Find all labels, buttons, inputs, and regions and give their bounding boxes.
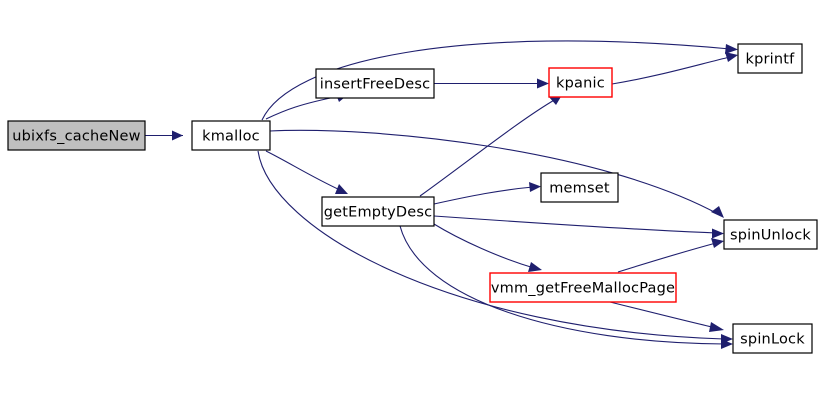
node-label: kpanic	[556, 76, 605, 92]
edge-kmalloc-to-getEmptyDesc	[265, 150, 348, 194]
edge-line	[399, 225, 726, 345]
arrowhead-icon	[711, 238, 724, 248]
node-label: kprintf	[746, 52, 796, 68]
edge-kmalloc-to-spinUnlock	[269, 129, 724, 218]
node-kpanic[interactable]: kpanic	[548, 67, 613, 98]
arrowhead-icon	[528, 262, 542, 272]
arrowhead-icon	[712, 228, 724, 239]
edge-line	[261, 40, 731, 121]
edge-line	[269, 129, 719, 215]
edge-line	[419, 98, 557, 197]
node-box[interactable]	[723, 219, 818, 250]
node-box[interactable]	[548, 67, 613, 98]
node-vmm_getFreeMallocPage[interactable]: vmm_getFreeMallocPage	[489, 272, 677, 303]
node-spinUnlock[interactable]: spinUnlock	[723, 219, 818, 250]
node-memset[interactable]: memset	[540, 172, 619, 203]
arrowhead-icon	[335, 184, 348, 194]
node-box[interactable]	[315, 68, 435, 99]
node-label: insertFreeDesc	[320, 77, 431, 93]
arrowhead-icon	[537, 78, 549, 89]
edge-getEmptyDesc-to-spinUnlock	[433, 215, 724, 239]
edge-vmm_getFreeMallocPage-to-spinUnlock	[617, 238, 724, 273]
node-label: spinUnlock	[730, 228, 811, 244]
edges-layer	[145, 40, 738, 349]
edge-line	[433, 215, 717, 234]
node-box[interactable]	[489, 272, 677, 303]
edge-line	[609, 301, 717, 329]
edge-getEmptyDesc-to-vmm_getFreeMallocPage	[433, 223, 542, 272]
node-spinLock[interactable]: spinLock	[732, 323, 813, 354]
edge-line	[257, 150, 725, 340]
edge-line	[617, 242, 717, 273]
node-ubixfs_cacheNew[interactable]: ubixfs_cacheNew	[7, 120, 146, 151]
edge-insertFreeDesc-to-kpanic	[434, 78, 549, 89]
node-box[interactable]	[732, 323, 813, 354]
edge-vmm_getFreeMallocPage-to-spinLock	[609, 301, 724, 332]
arrowhead-icon	[721, 339, 733, 349]
arrowhead-icon	[529, 182, 541, 192]
edge-ubixfs_cacheNew-to-kmalloc	[145, 130, 183, 141]
node-box[interactable]	[540, 172, 619, 203]
edge-getEmptyDesc-to-spinLock	[399, 225, 733, 349]
node-label: getEmptyDesc	[324, 205, 433, 221]
arrowhead-icon	[725, 44, 738, 54]
edge-kmalloc-to-kprintf	[261, 40, 738, 121]
nodes-layer: ubixfs_cacheNew kmalloc insertFreeDesc kpan…	[7, 43, 818, 354]
edge-line	[265, 150, 341, 191]
arrowhead-icon	[711, 206, 724, 218]
node-insertFreeDesc[interactable]: insertFreeDesc	[315, 68, 435, 99]
node-label: kmalloc	[202, 129, 260, 145]
node-box[interactable]	[7, 120, 146, 151]
edge-getEmptyDesc-to-memset	[433, 182, 541, 205]
node-label: spinLock	[740, 332, 805, 348]
node-label: vmm_getFreeMallocPage	[491, 281, 675, 297]
node-label: ubixfs_cacheNew	[12, 129, 140, 145]
arrowhead-icon	[725, 52, 738, 62]
node-box[interactable]	[737, 43, 803, 74]
node-kmalloc[interactable]: kmalloc	[191, 120, 271, 151]
node-getEmptyDesc[interactable]: getEmptyDesc	[321, 196, 435, 227]
edge-line	[433, 186, 534, 205]
edge-line	[611, 56, 731, 85]
node-box[interactable]	[321, 196, 435, 227]
edge-kpanic-to-kprintf	[611, 52, 738, 85]
arrowhead-icon	[172, 130, 183, 141]
arrowhead-icon	[709, 322, 724, 332]
node-label: memset	[549, 181, 610, 197]
node-box[interactable]	[191, 120, 271, 151]
edge-line	[265, 95, 341, 120]
edge-line	[433, 223, 535, 269]
node-kprintf[interactable]: kprintf	[737, 43, 803, 74]
